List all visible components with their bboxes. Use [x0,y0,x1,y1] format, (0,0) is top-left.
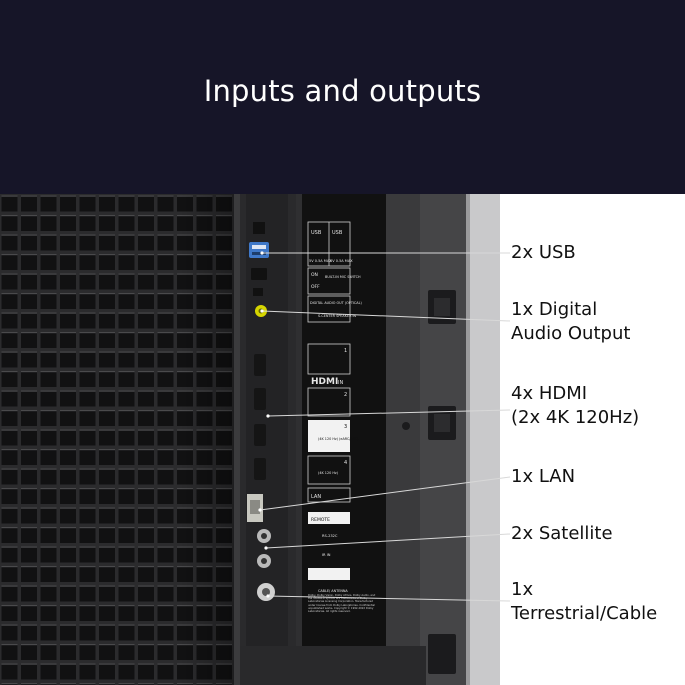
callout-lan: 1x LAN [511,465,575,489]
hdmi-port-2 [254,388,266,410]
hdmi-port-number-2: 2 [344,392,347,398]
ir-in-label: IR IN [322,553,331,557]
hdmi-port-number-4: 4 [344,460,347,466]
hdmi-port-1 [254,354,266,376]
callout-terrestrial: 1x Terrestrial/Cable [511,578,657,626]
digital-audio-label: DIGITAL AUDIO OUT (OPTICAL) [310,301,362,305]
usb-label-2: USB [332,230,343,236]
hdmi-logo: HDMI [311,377,338,387]
cable-antenna-label: CABLE/ ANTENNA [318,589,348,593]
callout-hdmi: 4x HDMI (2x 4K 120Hz) [511,382,639,430]
callout-digital-audio-line-1: 1x Digital [511,299,598,320]
casing-rail [386,194,426,685]
hdmi-4k-label: (4K 120 Hz) [318,471,339,475]
page-title: Inputs and outputs [203,74,482,108]
hdmi-port-4 [254,458,266,480]
mic-switch-label: BUILT-IN MIC SWITCH [325,275,361,279]
side-bezel [466,194,500,685]
callout-usb-line-1: 2x USB [511,242,576,263]
header-banner: Inputs and outputs [0,0,685,194]
clip [428,634,456,674]
callout-usb: 2x USB [511,241,576,265]
callout-hdmi-line-2: (2x 4K 120Hz) [511,407,640,428]
callout-satellite-line-1: 2x Satellite [511,523,613,544]
callout-terrestrial-line-1: 1x [511,579,534,600]
hdmi-port-3 [254,424,266,446]
usb-spec-1: 5V 0.5A MAX [309,259,332,263]
hdmi-in-label: IN [338,380,343,386]
hdmi-port-number-3: 3 [344,424,347,430]
tv-rear-illustration: USB USB 5V 0.5A MAX 5V 0.5A MAX ON OFF B… [0,194,500,685]
rs232-label: RS-232C [322,534,338,538]
mic-on-label: ON [311,272,318,278]
usb-label-1: USB [311,230,322,236]
remote-label: REMOTE [311,517,330,523]
callout-digital-audio-line-2: Audio Output [511,323,631,344]
callout-lan-line-1: 1x LAN [511,466,576,487]
usb-spec-2: 5V 0.5A MAX [330,259,353,263]
mic-switch [253,222,265,234]
lan-panel-label: LAN [311,494,321,500]
usb-port-1 [249,242,269,258]
center-speaker-label: S-CENTER SPEAKER IN [318,314,357,318]
callout-digital-audio: 1x Digital Audio Output [511,298,630,346]
hdmi-port-number-1: 1 [344,348,347,354]
mic-off-label: OFF [311,284,320,290]
panel-fineprint: Dolby, Dolby Vision, Dolby Atmos, Dolby … [308,594,376,614]
callout-terrestrial-line-2: Terrestrial/Cable [511,603,658,624]
callout-hdmi-line-1: 4x HDMI [511,383,588,404]
usb-port-2 [251,268,267,280]
hdmi-arc-label: (4K 120 Hz) (eARC/ARC) [318,437,359,441]
callout-satellite: 2x Satellite [511,522,613,546]
tv-rear-photo: USB USB 5V 0.5A MAX 5V 0.5A MAX ON OFF B… [0,194,500,685]
